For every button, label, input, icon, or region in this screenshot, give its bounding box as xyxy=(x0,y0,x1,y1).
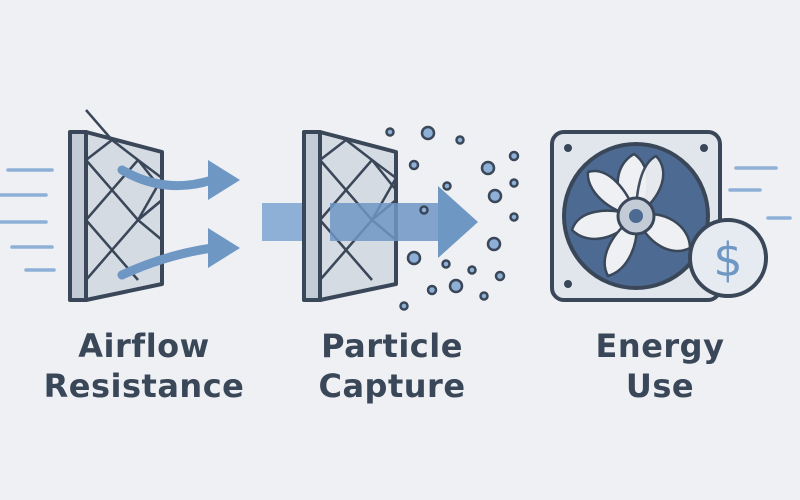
label-particle-line1: Particle xyxy=(321,327,463,365)
label-airflow-line1: Airflow xyxy=(78,327,210,365)
label-energy-line1: Energy xyxy=(595,327,725,365)
label-airflow-line2: Resistance xyxy=(43,367,245,405)
label-particle-capture: Particle Capture xyxy=(272,326,512,406)
label-energy-use: Energy Use xyxy=(540,326,780,406)
dollar-symbol: $ xyxy=(713,233,742,287)
air-filter-icon xyxy=(68,109,164,302)
airflow-speed-lines xyxy=(0,168,56,272)
airflow-arrow-icon xyxy=(117,160,240,200)
label-airflow-resistance: Airflow Resistance xyxy=(24,326,264,406)
dollar-coin-icon: $ xyxy=(688,218,768,298)
airflow-arrow-icon xyxy=(117,228,240,280)
label-energy-line2: Use xyxy=(625,367,695,405)
energy-speed-lines xyxy=(728,166,792,220)
label-particle-line2: Capture xyxy=(318,367,466,405)
fan-icon xyxy=(550,130,722,302)
particle-dots-icon xyxy=(385,125,520,311)
